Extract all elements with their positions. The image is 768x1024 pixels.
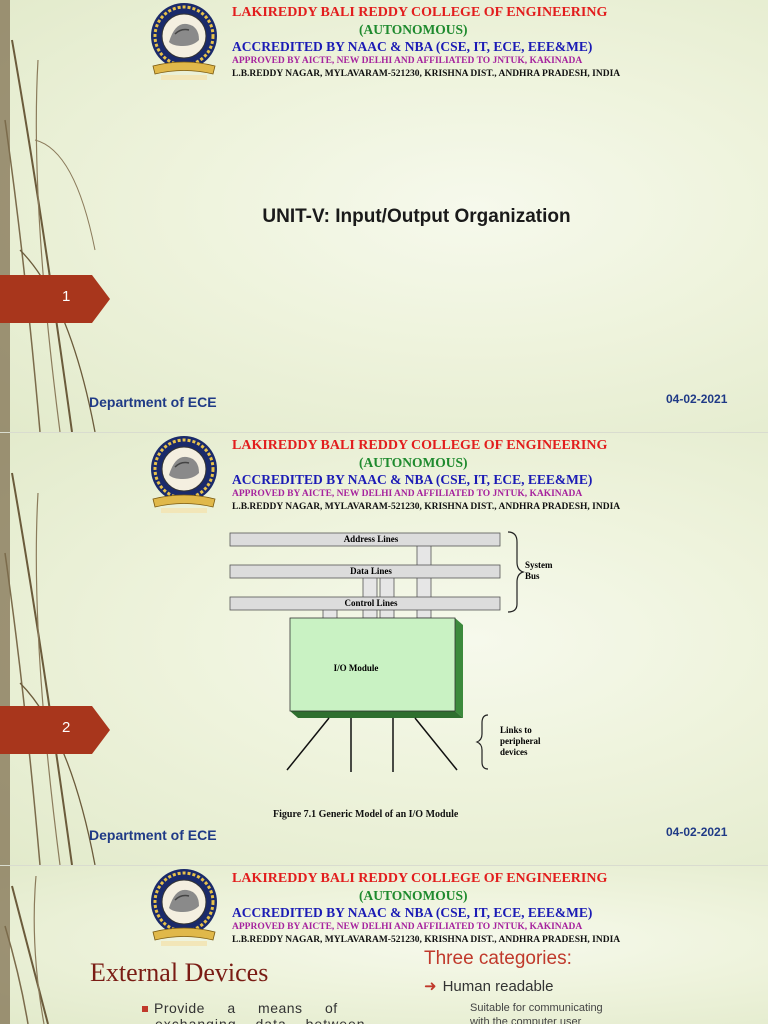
slide-title: UNIT-V: Input/Output Organization bbox=[262, 206, 571, 227]
approval: APPROVED BY AICTE, NEW DELHI AND AFFILIA… bbox=[232, 922, 583, 932]
slide-divider bbox=[0, 432, 768, 433]
figure-caption: Figure 7.1 Generic Model of an I/O Modul… bbox=[273, 809, 459, 820]
control-lines-bar bbox=[229, 596, 501, 611]
college-header: LAKIREDDY BALI REDDY COLLEGE OF ENGINEER… bbox=[232, 4, 620, 81]
approval: APPROVED BY AICTE, NEW DELHI AND AFFILIA… bbox=[232, 489, 583, 499]
page-number-tab: 1 bbox=[0, 275, 110, 323]
category-label: Human readable bbox=[442, 978, 554, 995]
sub-item-line2: with the computer user bbox=[470, 1016, 582, 1024]
page-number: 2 bbox=[62, 719, 71, 736]
bullet-text-line1: Provide a means of bbox=[154, 1000, 338, 1016]
date-label: 04-02-2021 bbox=[666, 825, 728, 839]
address: L.B.REDDY NAGAR, MYLAVARAM-521230, KRISH… bbox=[232, 69, 621, 79]
college-name: LAKIREDDY BALI REDDY COLLEGE OF ENGINEER… bbox=[232, 5, 608, 20]
io-module-label: I/O Module bbox=[334, 663, 379, 673]
department-label: Department of ECE bbox=[89, 394, 217, 410]
links-label-1: Links to bbox=[500, 725, 532, 735]
address-lines-bar bbox=[229, 532, 501, 547]
slide-divider bbox=[0, 865, 768, 866]
slide-1: LAKIREDDY BALI REDDY COLLEGE OF ENGINEER… bbox=[0, 0, 768, 432]
arrow-right-icon: ➜ bbox=[424, 978, 437, 995]
links-label-2: peripheral bbox=[500, 736, 541, 746]
decorative-stems bbox=[0, 433, 96, 865]
accreditation: ACCREDITED BY NAAC & NBA (CSE, IT, ECE, … bbox=[232, 905, 593, 920]
autonomous-label: (AUTONOMOUS) bbox=[359, 22, 468, 37]
control-lines-label: Control Lines bbox=[344, 598, 398, 608]
slide-2: LAKIREDDY BALI REDDY COLLEGE OF ENGINEER… bbox=[0, 433, 768, 865]
autonomous-label: (AUTONOMOUS) bbox=[359, 888, 468, 903]
slide-3: LAKIREDDY BALI REDDY COLLEGE OF ENGINEER… bbox=[0, 866, 768, 1024]
system-bus-label-2: Bus bbox=[525, 571, 540, 581]
college-logo bbox=[143, 433, 225, 517]
categories-heading: Three categories: bbox=[424, 948, 572, 969]
slide-heading: External Devices bbox=[90, 958, 269, 987]
address: L.B.REDDY NAGAR, MYLAVARAM-521230, KRISH… bbox=[232, 502, 621, 512]
autonomous-label: (AUTONOMOUS) bbox=[359, 455, 468, 470]
department-label: Department of ECE bbox=[89, 827, 217, 843]
college-name: LAKIREDDY BALI REDDY COLLEGE OF ENGINEER… bbox=[232, 438, 608, 453]
io-module-diagram: Address Lines Data Lines Control Lines S… bbox=[229, 531, 553, 772]
college-header: LAKIREDDY BALI REDDY COLLEGE OF ENGINEER… bbox=[232, 437, 620, 514]
bullet-square-icon bbox=[142, 1006, 148, 1013]
bullet-text-line2: exchanging data between bbox=[155, 1016, 366, 1024]
college-logo bbox=[143, 0, 225, 84]
sub-item-line1: Suitable for communicating bbox=[470, 1002, 603, 1014]
page-number-tab: 2 bbox=[0, 706, 110, 754]
address-lines-label: Address Lines bbox=[344, 534, 399, 544]
data-lines-bar bbox=[229, 564, 501, 579]
college-name: LAKIREDDY BALI REDDY COLLEGE OF ENGINEER… bbox=[232, 871, 608, 886]
page-number: 1 bbox=[62, 288, 71, 305]
address: L.B.REDDY NAGAR, MYLAVARAM-521230, KRISH… bbox=[232, 935, 621, 945]
decorative-stems bbox=[0, 866, 49, 1024]
category-item: ➜ Human readable bbox=[424, 977, 553, 995]
io-module-box bbox=[289, 617, 456, 712]
system-bus-label-1: System bbox=[525, 560, 553, 570]
links-brace bbox=[475, 714, 489, 770]
accreditation: ACCREDITED BY NAAC & NBA (CSE, IT, ECE, … bbox=[232, 39, 593, 54]
links-label-3: devices bbox=[500, 747, 528, 757]
io-module-bottom bbox=[290, 711, 463, 718]
bullet-item: Provide a means of bbox=[142, 1000, 338, 1016]
college-logo bbox=[143, 866, 225, 950]
accreditation: ACCREDITED BY NAAC & NBA (CSE, IT, ECE, … bbox=[232, 472, 593, 487]
peripheral-link bbox=[414, 717, 458, 771]
system-bus-brace bbox=[507, 531, 525, 613]
date-label: 04-02-2021 bbox=[666, 392, 728, 406]
data-lines-label: Data Lines bbox=[350, 566, 392, 576]
peripheral-link bbox=[286, 717, 330, 771]
college-header: LAKIREDDY BALI REDDY COLLEGE OF ENGINEER… bbox=[232, 870, 620, 947]
approval: APPROVED BY AICTE, NEW DELHI AND AFFILIA… bbox=[232, 56, 583, 66]
